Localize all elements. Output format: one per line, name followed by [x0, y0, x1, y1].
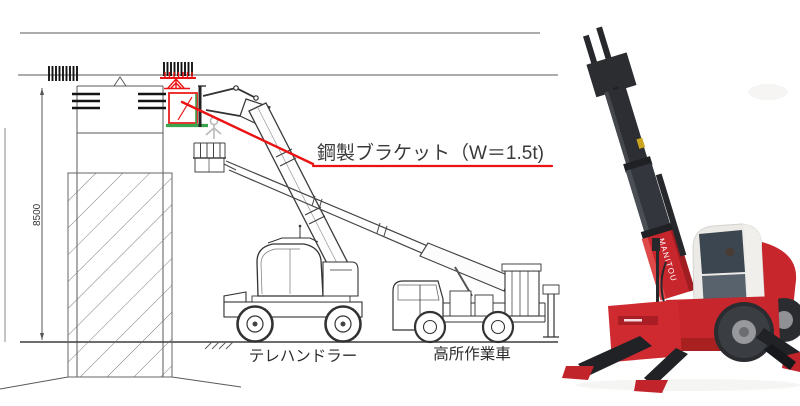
boom-collars	[275, 148, 326, 225]
cab-window-upper	[699, 230, 745, 274]
outrigger-foot	[634, 380, 668, 393]
outrigger-leg	[578, 336, 652, 376]
dimension-8500	[40, 88, 44, 340]
fork-green-outline	[166, 94, 208, 128]
operator-silhouette	[725, 247, 735, 257]
dimension-arrow-top	[40, 88, 44, 95]
hydraulic-hose	[660, 261, 667, 303]
truck-box	[474, 294, 494, 317]
comb-right	[163, 62, 193, 76]
aerial-boom-collars	[311, 195, 388, 237]
outrigger-leg	[764, 344, 796, 370]
dimension-value: 8500	[32, 203, 43, 226]
model-decal	[624, 319, 642, 322]
outriggers	[562, 328, 800, 393]
truck-box	[449, 290, 472, 317]
mirror-pole	[656, 246, 659, 304]
aerial-truck	[392, 263, 560, 344]
cab-window-line	[260, 248, 300, 295]
mirror	[652, 238, 660, 251]
roof-rail	[267, 237, 319, 244]
cab-rear-panel	[742, 224, 765, 312]
slab-comb-ticks	[48, 62, 193, 81]
linkage-pin	[233, 85, 239, 91]
turntable	[251, 295, 351, 303]
outrigger-foot	[562, 366, 594, 380]
rebar-marks	[72, 92, 166, 110]
boom-section-top	[604, 86, 649, 168]
bracket-callout-leader	[180, 100, 554, 168]
rear-outrigger	[543, 293, 559, 338]
work-basket	[193, 142, 237, 173]
telehandler-photo: MANITOU	[562, 26, 800, 393]
rear-body	[322, 261, 359, 297]
hatched-pier	[67, 172, 173, 378]
level-triangle-marker	[113, 76, 127, 87]
technical-drawing: 8500	[0, 32, 560, 390]
dimension-arrow-bottom	[40, 333, 44, 340]
boom-section-mid	[625, 162, 672, 236]
truck-window	[397, 284, 440, 301]
warning-sticker	[636, 137, 646, 149]
fork-carriage	[586, 52, 637, 98]
label-aerial-work-vehicle: 高所作業車	[433, 345, 511, 363]
bracket-support-symbol	[160, 72, 196, 90]
fork-tine	[596, 26, 614, 67]
background-smudge	[748, 84, 788, 100]
fork-tine	[583, 34, 600, 71]
label-telehandler: テレハンドラー	[249, 348, 358, 365]
comb-left	[48, 66, 78, 81]
telehandler-vehicle	[223, 224, 363, 343]
bracket-callout-label: 鋼製ブラケット（W＝1.5t)	[317, 141, 544, 164]
boom-collar	[640, 222, 676, 241]
outrigger-leg	[644, 348, 688, 386]
ground-shadow	[576, 379, 800, 391]
bracket-diagonal	[177, 96, 193, 121]
leader-line	[180, 100, 315, 166]
outrigger-leg	[756, 328, 800, 362]
pedestal	[504, 270, 540, 317]
linkage-pin	[253, 95, 259, 101]
aerial-boom	[225, 160, 511, 297]
lift-cylinder	[655, 173, 687, 257]
aerial-boom-base	[419, 242, 511, 292]
boom-collar	[623, 156, 653, 173]
telescopic-boom: MANITOU	[583, 26, 695, 301]
wheel-hub	[739, 327, 749, 337]
footing-spread-lines	[0, 376, 242, 390]
ground-hatch-ticks	[204, 341, 234, 350]
